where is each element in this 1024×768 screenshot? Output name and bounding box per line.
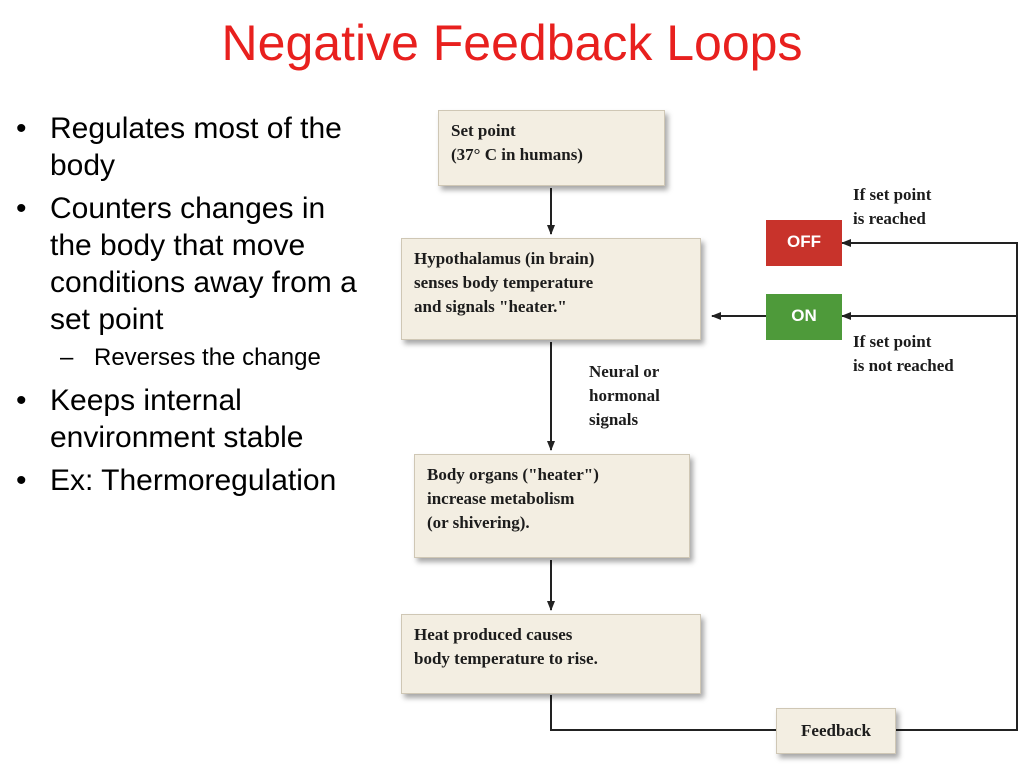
- neural-signals-label: Neural or hormonal signals: [589, 362, 660, 429]
- off-tag: OFF: [766, 220, 842, 266]
- sub-bullet-item: Reverses the change: [14, 342, 359, 374]
- hypothalamus-box: Hypothalamus (in brain) senses body temp…: [401, 238, 701, 340]
- bullet-item: Keeps internal environment stable: [14, 382, 359, 456]
- bullet-item: Counters changes in the body that move c…: [14, 190, 359, 338]
- arrow-feedback-to-off: [841, 239, 1018, 731]
- reached-label: If set point is reached: [853, 185, 932, 228]
- heat-box: Heat produced causes body temperature to…: [401, 614, 701, 694]
- line-heat-to-feedback: [550, 695, 776, 731]
- slide-title: Negative Feedback Loops: [221, 15, 803, 71]
- feedback-box: Feedback: [776, 708, 896, 754]
- not-reached-label: If set point is not reached: [853, 332, 954, 375]
- set-point-box: Set point (37° C in humans): [438, 110, 665, 186]
- bullet-item: Ex: Thermoregulation: [14, 462, 359, 499]
- body-organs-box: Body organs ("heater") increase metaboli…: [414, 454, 690, 558]
- on-tag: ON: [766, 294, 842, 340]
- bullet-list: Regulates most of the body Counters chan…: [14, 110, 359, 505]
- bullet-item: Regulates most of the body: [14, 110, 359, 184]
